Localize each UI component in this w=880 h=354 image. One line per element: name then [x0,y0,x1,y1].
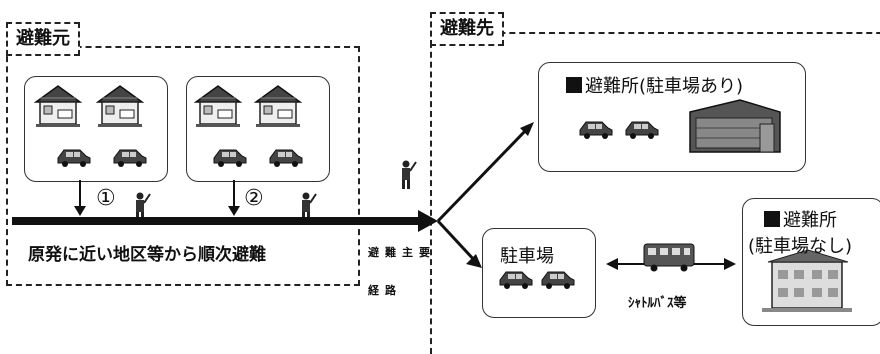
step-2-label: ② [244,186,264,211]
origin-region [6,46,360,286]
car-icon [113,149,147,168]
car-icon [499,271,533,290]
shelter-no-parking-text: 避難所 [783,210,837,231]
arrow-left-icon [606,258,618,270]
area-box-1 [24,76,168,182]
origin-title: 避難元 [6,22,80,56]
shelter-no-parking-sub: (駐車場なし) [748,236,853,257]
route-arrow-icon [418,210,438,232]
traffic-guard-icon [301,191,317,222]
house-icon [195,85,241,128]
square-bullet-icon [764,211,780,227]
area-box-2 [186,76,330,182]
arrow-to-parking-icon [466,254,482,268]
diagram-graphics [12,85,852,312]
shelter-with-parking-label: 避難所(駐車場あり) [566,72,743,98]
main-route-bar [12,217,420,225]
destination-region [430,32,880,354]
shuttle-label: ｼｬﾄﾙﾊﾞｽ等 [628,296,687,311]
origin-caption: 原発に近い地区等から順次避難 [28,245,266,265]
square-bullet-icon [566,77,582,93]
parking-lot-box [482,228,596,318]
car-icon [541,271,575,290]
parking-lot-label: 駐車場 [500,246,554,267]
car-icon [213,149,247,168]
bus-icon [643,243,695,272]
destination-title: 避難先 [430,12,504,46]
house-icon [255,85,301,128]
shelter-with-parking-text: 避難所(駐車場あり) [585,76,744,97]
shelter-building-icon [689,99,781,153]
car-icon [269,149,303,168]
step-1-label: ① [96,186,116,211]
car-icon [579,121,613,140]
car-icon [57,149,91,168]
house-icon [35,85,81,128]
house-icon [97,85,143,128]
route-label-line2: 経路 [368,284,402,297]
arrow-right-icon [724,258,736,270]
route-label-line1: 避難主要 [368,246,436,259]
arrow-down-icon [228,206,240,216]
traffic-guard-icon [135,191,151,222]
car-icon [625,121,659,140]
school-building-icon [762,249,852,312]
shelter-no-parking-label: 避難所 [764,206,837,232]
traffic-guard-icon [401,159,417,190]
arrow-to-shelter-icon [520,122,534,136]
arrow-down-icon [74,206,86,216]
